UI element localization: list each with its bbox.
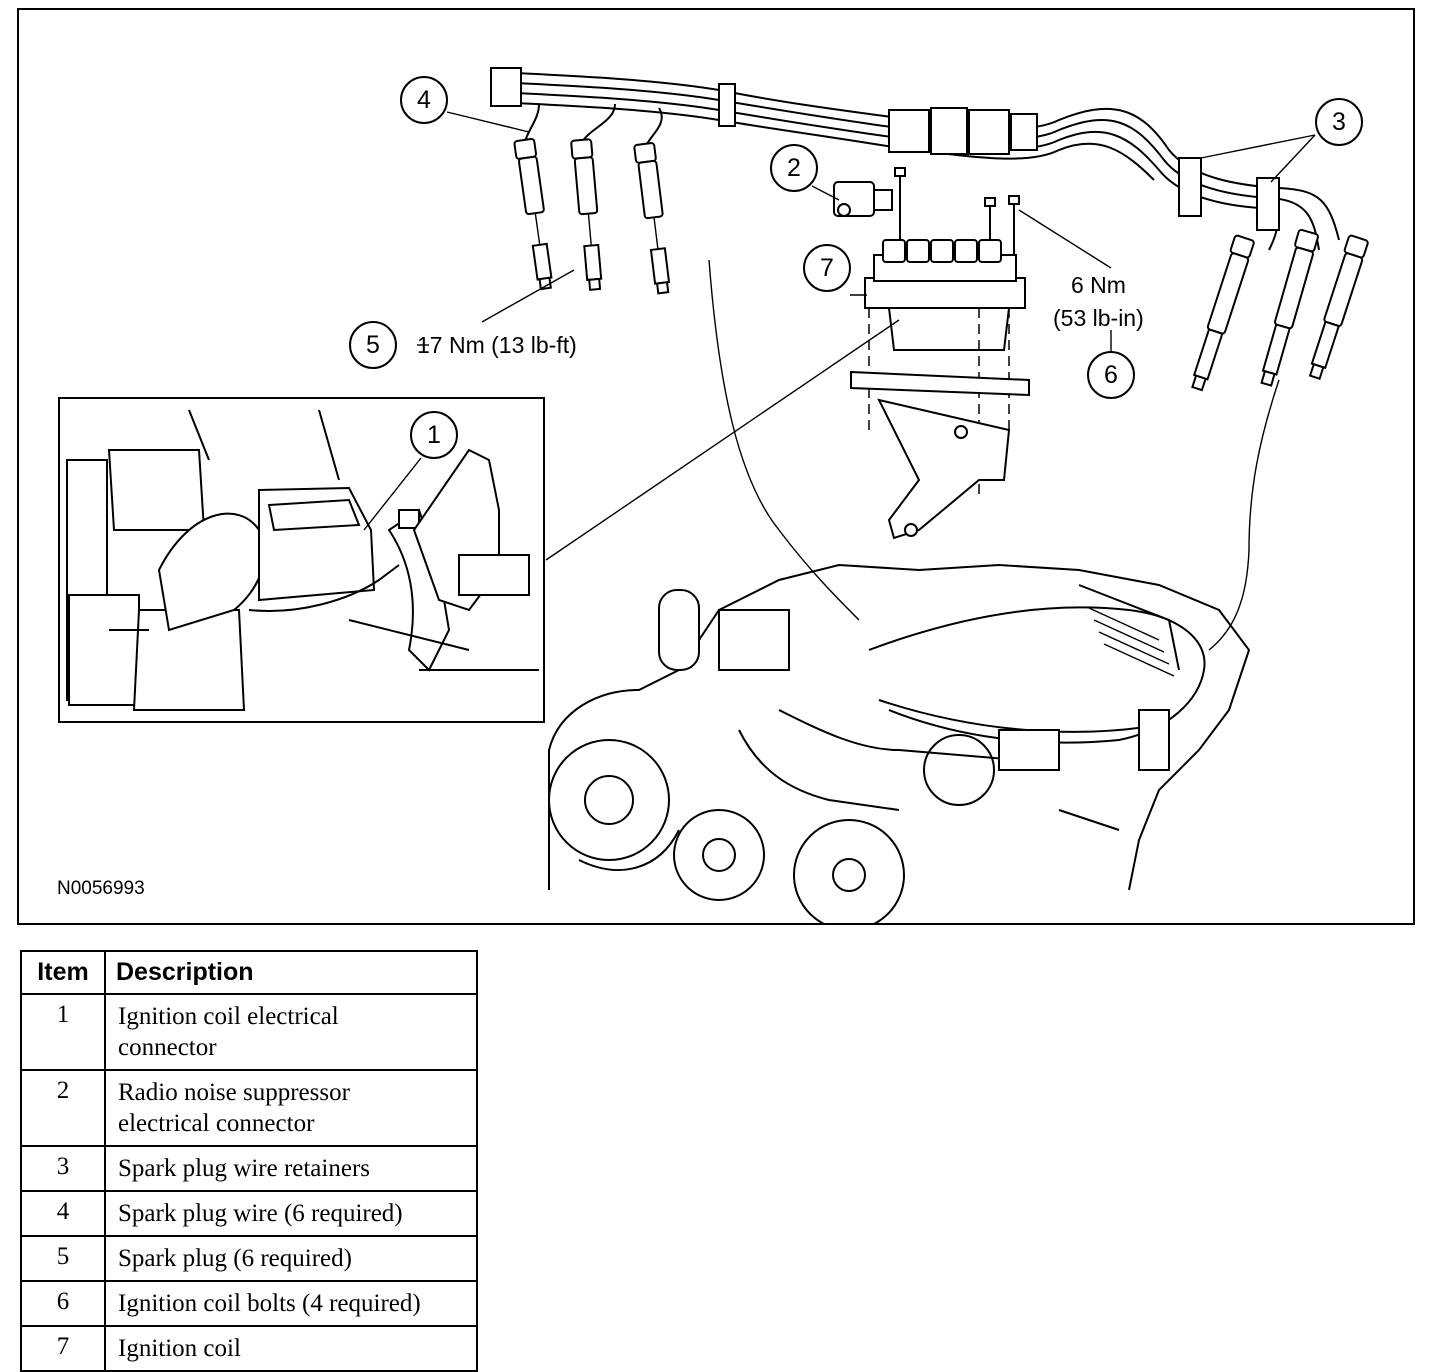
torque-spark-plug: 17 Nm (13 lb-ft)	[417, 332, 577, 358]
svg-text:1: 1	[427, 421, 441, 449]
ignition-coil	[864, 239, 1026, 500]
leader-2	[811, 185, 840, 201]
legend-item-number: 2	[20, 1069, 106, 1147]
legend-header-item: Item	[20, 950, 106, 995]
leader-3a	[1200, 134, 1316, 159]
inset-pointer	[545, 319, 900, 561]
svg-text:7: 7	[820, 254, 834, 282]
callout-2: 2	[770, 144, 818, 192]
legend-item-number: 4	[20, 1190, 106, 1237]
leader-1	[363, 457, 422, 531]
spark-plug-wire-harness	[490, 67, 1340, 251]
svg-text:3: 3	[1332, 108, 1346, 136]
legend-item-description: Spark plug wire retainers	[104, 1145, 478, 1192]
legend-header-description: Description	[104, 950, 478, 995]
legend-row: 7 Ignition coil	[20, 1325, 478, 1372]
leader-6a	[1018, 209, 1112, 269]
legend-item-description: Ignition coil	[104, 1325, 478, 1372]
inset-detail	[58, 397, 545, 723]
svg-text:2: 2	[787, 154, 801, 182]
torque-coil-bolts-lbin: (53 lb-in)	[1053, 305, 1144, 331]
engine	[548, 563, 1251, 923]
legend-item-description: Spark plug (6 required)	[104, 1235, 478, 1282]
callout-4: 4	[400, 76, 448, 124]
legend-row: 4 Spark plug wire (6 required)	[20, 1190, 478, 1237]
callout-7: 7	[803, 244, 851, 292]
diagram-drawing: 4 5 2 3 7 6 1 17 Nm (13 lb-ft) 6 Nm (53	[57, 67, 1369, 923]
callout-3: 3	[1315, 98, 1363, 146]
legend-row: 3 Spark plug wire retainers	[20, 1145, 478, 1192]
legend-item-description: Spark plug wire (6 required)	[104, 1190, 478, 1237]
legend-item-description: Ignition coil bolts (4 required)	[104, 1280, 478, 1327]
legend-item-number: 5	[20, 1235, 106, 1282]
leader-4	[446, 111, 530, 133]
coil-bracket	[850, 370, 1030, 540]
callout-6: 6	[1087, 351, 1135, 399]
figure-reference-code: N0056993	[57, 878, 145, 899]
diagram-figure: 4 5 2 3 7 6 1 17 Nm (13 lb-ft) 6 Nm (53	[17, 8, 1415, 925]
callout-5: 5	[349, 321, 397, 369]
legend-row: 6 Ignition coil bolts (4 required)	[20, 1280, 478, 1327]
svg-text:5: 5	[366, 331, 380, 359]
legend-item-number: 6	[20, 1280, 106, 1327]
svg-text:4: 4	[417, 86, 431, 114]
leader-5	[481, 269, 575, 323]
legend-item-number: 7	[20, 1325, 106, 1372]
radio-noise-suppressor	[833, 181, 893, 217]
legend-row: 5 Spark plug (6 required)	[20, 1235, 478, 1282]
legend-item-number: 3	[20, 1145, 106, 1192]
torque-coil-bolts-nm: 6 Nm	[1071, 272, 1126, 298]
callout-1: 1	[410, 411, 458, 459]
legend-item-number: 1	[20, 993, 106, 1071]
leader-3b	[1270, 134, 1316, 183]
right-spark-plugs	[1191, 228, 1369, 392]
svg-text:6: 6	[1104, 361, 1118, 389]
legend-header-row: Item Description	[20, 950, 478, 995]
left-spark-plugs	[513, 137, 671, 295]
item-legend-table: Item Description 1 Ignition coil electri…	[20, 950, 478, 1372]
